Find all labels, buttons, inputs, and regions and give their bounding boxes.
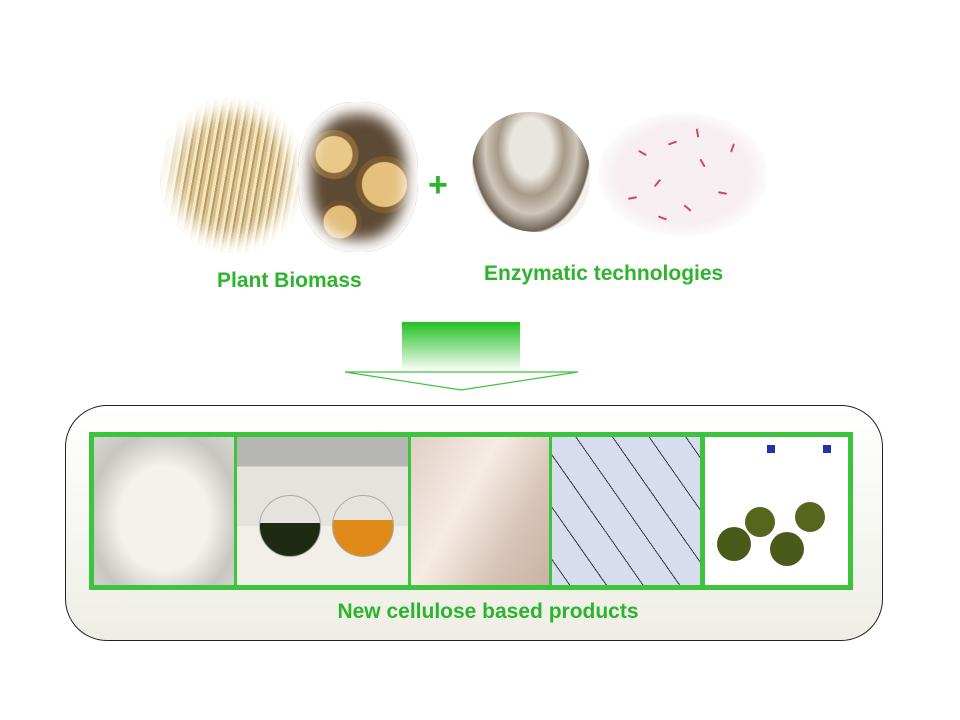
- microfibers-image: [552, 437, 700, 585]
- new-cellulose-products-label: New cellulose based products: [337, 600, 639, 623]
- products-image-strip: [89, 432, 853, 590]
- bacteria-image: [598, 112, 768, 237]
- plant-biomass-label: Plant Biomass: [217, 269, 362, 292]
- cellulose-fibers-image: [94, 437, 234, 585]
- straw-image: [160, 98, 305, 253]
- wood-logs-image: [298, 102, 418, 252]
- fungus-image: [472, 112, 590, 232]
- cellulose-film-image: [411, 437, 549, 585]
- enzymatic-technologies-label: Enzymatic technologies: [484, 262, 724, 285]
- volumetric-flasks-image: [705, 437, 848, 585]
- flasks-image: [237, 437, 408, 585]
- plus-sign: +: [428, 166, 448, 204]
- down-arrow-icon: [344, 322, 579, 391]
